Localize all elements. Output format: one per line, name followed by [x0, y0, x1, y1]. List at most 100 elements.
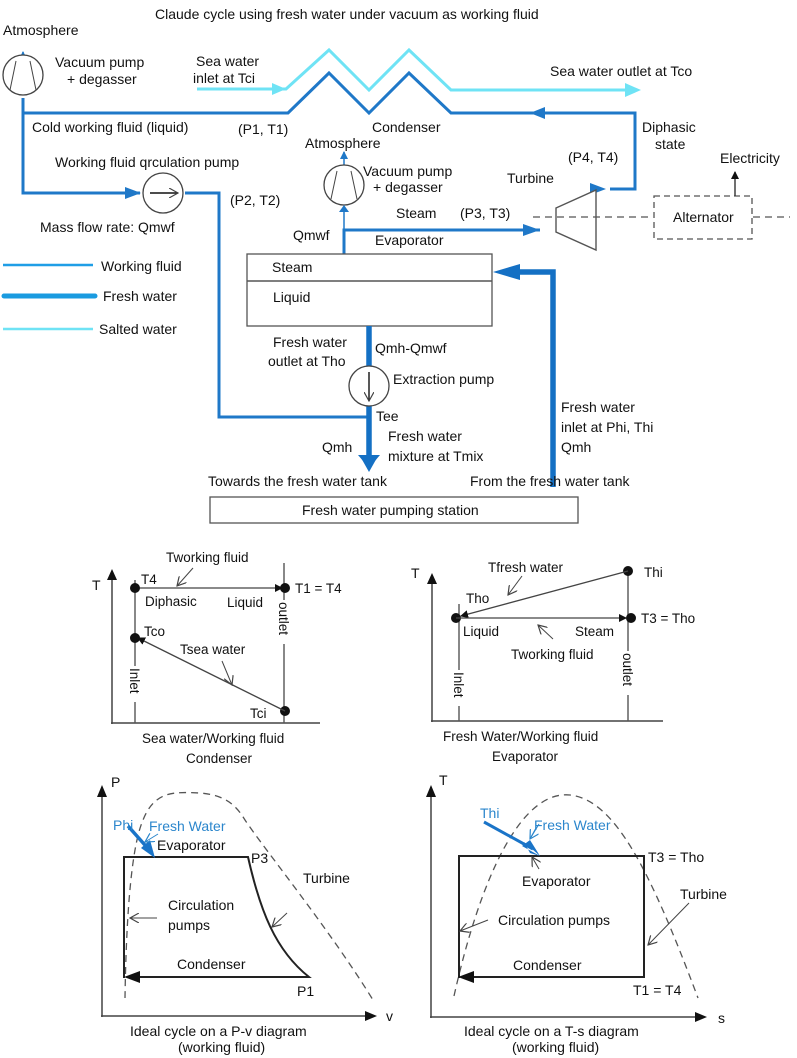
fresh-water-lines: [358, 264, 556, 487]
pv-p3-label: P3: [251, 850, 268, 866]
condenser-liquid-label: Liquid: [227, 595, 263, 610]
evaporator-vessel: Steam Liquid: [246, 253, 493, 327]
condenser-inlet-label: Inlet: [127, 668, 142, 694]
extraction-pump: Extraction pump: [348, 365, 494, 407]
evaporator-t3-tho-label: T3 = Tho: [641, 611, 695, 626]
fresh-water-outlet-label-a: Fresh water: [273, 334, 347, 350]
sea-water-line: Sea water inlet at Tci Sea water outlet …: [193, 47, 692, 97]
pv-cycle: [123, 856, 312, 978]
pv-circulation-label-b: pumps: [168, 917, 210, 933]
circulation-pump-label: Working fluid qrculation pump: [55, 154, 239, 170]
condenser-tworking-fluid-label: Tworking fluid: [166, 550, 249, 565]
evaporator-inlet-label: Inlet: [451, 672, 466, 698]
ts-saturation-dome: [453, 794, 699, 999]
condenser-t1-t4-label: T1 = T4: [295, 581, 342, 596]
evaporator-label: Evaporator: [375, 232, 444, 248]
ts-thi-label: Thi: [480, 805, 499, 821]
pv-evaporator-label: Evaporator: [157, 837, 226, 853]
condenser-diphasic-label: Diphasic: [145, 594, 197, 609]
vacuum-pump-2-icon: [323, 164, 365, 206]
vacuum-pump-label-1b: + degasser: [67, 71, 137, 87]
p4-t4-label: (P4, T4): [568, 149, 618, 165]
pv-turbine-label: Turbine: [303, 870, 350, 886]
evaporator-caption-a: Fresh Water/Working fluid: [443, 729, 598, 744]
vacuum-pump-1: Atmosphere Vacuum pump + degasser: [2, 22, 144, 96]
fresh-water-mixture-label-b: mixture at Tmix: [388, 448, 483, 464]
evaporator-tfresh-water-label: Tfresh water: [488, 560, 564, 575]
evaporator-y-axis: T: [411, 565, 420, 581]
evaporator-outlet-label: outlet: [620, 653, 635, 686]
evaporator-tworking-fluid-label: Tworking fluid: [511, 647, 594, 662]
ts-y-axis: T: [439, 772, 448, 788]
condenser-outlet-label: outlet: [276, 602, 291, 635]
ts-evaporator-label: Evaporator: [522, 873, 591, 889]
fresh-water-inlet-label-b: inlet at Phi, Thi: [561, 419, 653, 435]
condenser-tco-label: Tco: [144, 624, 165, 639]
working-fluid-loop: [21, 70, 637, 419]
cold-working-fluid-label: Cold working fluid (liquid): [32, 119, 188, 135]
vacuum-pump-label-2a: Vacuum pump: [363, 163, 452, 179]
evaporator-plot: T Tfresh water Thi Tho T3 = Tho Liquid S…: [411, 560, 695, 764]
steam-label: Steam: [396, 205, 436, 221]
ts-turbine-label: Turbine: [680, 886, 727, 902]
p1-t1-label: (P1, T1): [238, 121, 288, 137]
condenser-y-axis: T: [92, 577, 101, 593]
sea-water-outlet-label: Sea water outlet at Tco: [550, 63, 692, 79]
condenser-label: Condenser: [372, 119, 441, 135]
turbine: (P4, T4) Turbine Alternator Electricity: [507, 149, 790, 252]
condenser-t4-label: T4: [141, 572, 157, 587]
legend-working-fluid-label: Working fluid: [101, 258, 182, 274]
qmwf-label: Qmwf: [293, 227, 330, 243]
vacuum-pump-label-2b: + degasser: [373, 179, 443, 195]
ts-circulation-label: Circulation pumps: [498, 912, 610, 928]
evap-liquid-label: Liquid: [273, 289, 310, 305]
pv-circulation-label-a: Circulation: [168, 897, 234, 913]
vacuum-pump-2: Atmosphere Vacuum pump + degasser: [305, 135, 452, 232]
vacuum-pump-icon: [2, 54, 44, 96]
pv-x-axis: v: [386, 1008, 393, 1024]
ts-x-axis: s: [718, 1010, 725, 1026]
evaporator-liquid-label: Liquid: [463, 624, 499, 639]
fresh-water-inlet-label-a: Fresh water: [561, 399, 635, 415]
legend: Working fluid Fresh water Salted water: [1, 258, 182, 337]
pv-phi-label: Phi: [113, 817, 133, 833]
ts-t1-t4-label: T1 = T4: [633, 982, 682, 998]
pv-saturation-dome: [124, 791, 374, 1001]
ts-cycle: [458, 855, 645, 978]
pv-p1-label: P1: [297, 983, 314, 999]
atmosphere-label-2: Atmosphere: [305, 135, 381, 151]
pv-condenser-label: Condenser: [177, 956, 246, 972]
qmh-label: Qmh: [322, 439, 352, 455]
diagram-title: Claude cycle using fresh water under vac…: [155, 6, 539, 22]
condenser-tsea-water-label: Tsea water: [180, 642, 246, 657]
condenser-caption-b: Condenser: [186, 751, 253, 766]
evaporator-caption-b: Evaporator: [492, 749, 559, 764]
condenser-caption-a: Sea water/Working fluid: [142, 731, 284, 746]
from-tank-label: From the fresh water tank: [470, 473, 631, 489]
evaporator-tho-label: Tho: [466, 591, 489, 606]
pv-caption-b: (working fluid): [178, 1039, 265, 1055]
ts-fresh-water-label: Fresh Water: [534, 817, 611, 833]
mass-flow-rate-label: Mass flow rate: Qmwf: [40, 219, 175, 235]
p2-t2-label: (P2, T2): [230, 192, 280, 208]
sea-water-inlet-label-a: Sea water: [196, 53, 259, 69]
evaporator-thi-label: Thi: [644, 565, 663, 580]
pumping-station-label: Fresh water pumping station: [302, 502, 479, 518]
extraction-pump-label: Extraction pump: [393, 371, 494, 387]
ts-diagram: T s Thi Fresh Water T3 = Tho Evaporator …: [426, 772, 727, 1055]
electricity-label: Electricity: [720, 150, 780, 166]
pv-diagram: P v Phi Fresh Water Evaporator P3 Turbin…: [97, 774, 393, 1055]
evaporator-steam-label: Steam: [575, 624, 614, 639]
legend-fresh-water-label: Fresh water: [103, 288, 177, 304]
alternator-label: Alternator: [673, 209, 734, 225]
towards-tank-label: Towards the fresh water tank: [208, 473, 388, 489]
turbine-label: Turbine: [507, 170, 554, 186]
diphasic-state-label-a: Diphasic: [642, 119, 696, 135]
fresh-water-outlet-label-b: outlet at Tho: [268, 353, 346, 369]
fresh-water-inlet-label-c: Qmh: [561, 439, 591, 455]
atmosphere-label-1: Atmosphere: [3, 22, 79, 38]
ts-caption-b: (working fluid): [512, 1039, 599, 1055]
evap-steam-label: Steam: [272, 259, 312, 275]
circulation-pump: Working fluid qrculation pump: [55, 154, 239, 214]
p3-t3-label: (P3, T3): [460, 205, 510, 221]
